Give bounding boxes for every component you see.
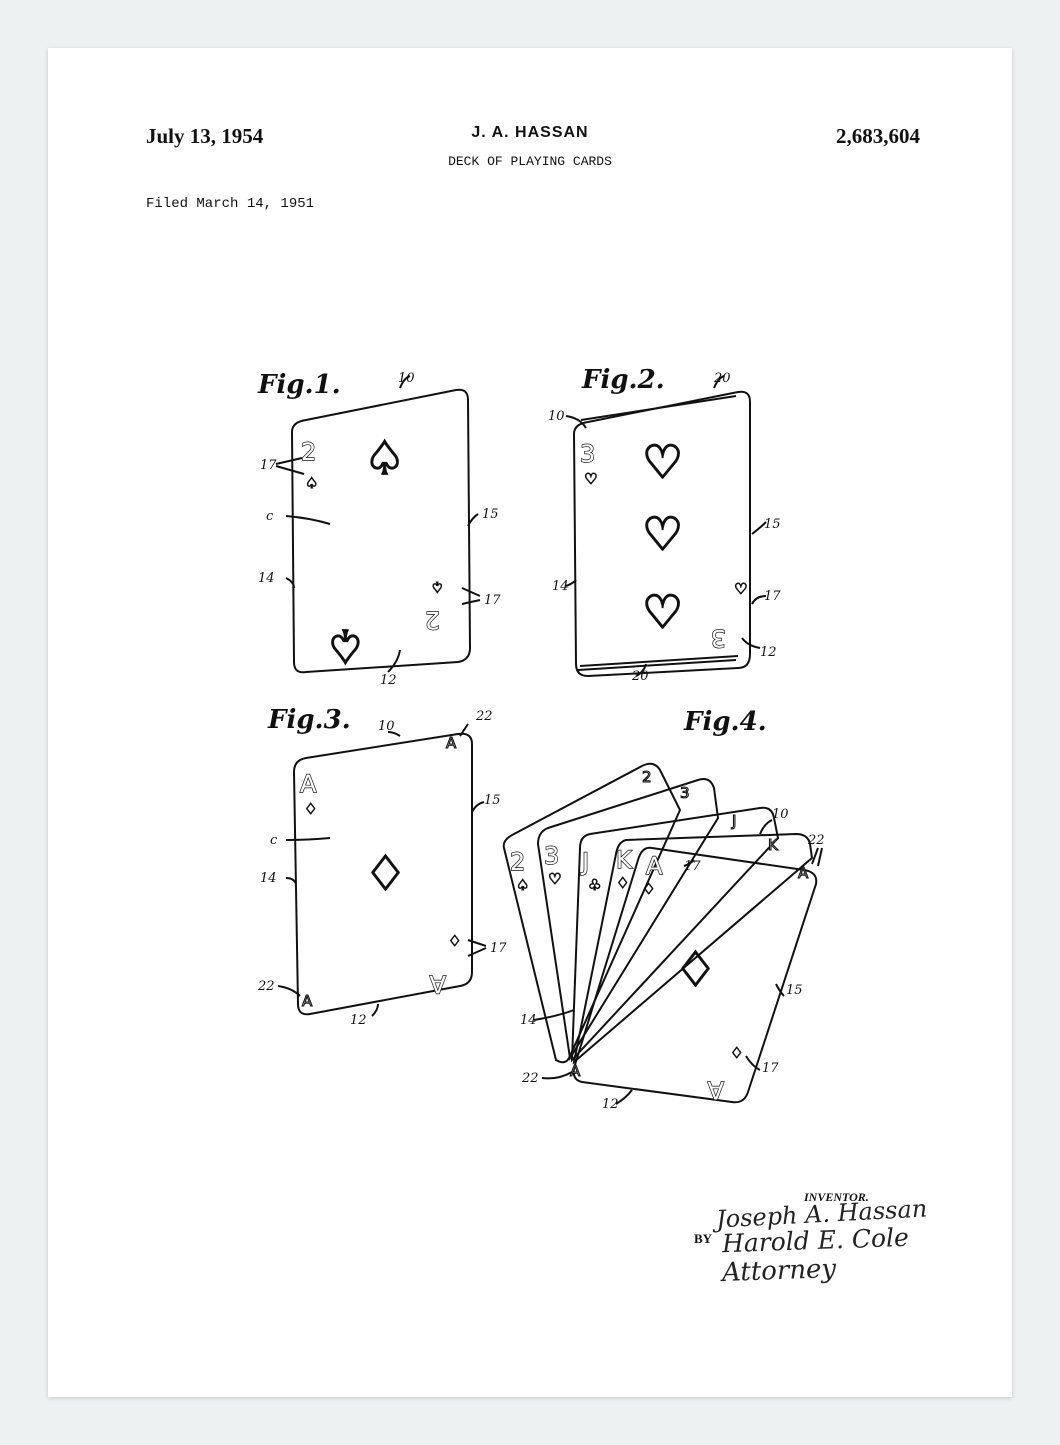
filed-date: Filed March 14, 1951 [146, 196, 315, 212]
figure-3-ref-10: 10 [378, 719, 395, 734]
figure-3-card-outline [292, 732, 473, 1016]
figure-4-card-2-outline [502, 762, 682, 1064]
figure-4-card-3-outline [536, 778, 720, 1061]
figure-3-ref-17: 17 [490, 941, 507, 956]
figure-3: Fig.3. A ♢ ♢ A ♢ A A 10 22 15 c 14 17 2 [257, 705, 507, 1028]
figure-2-ref-10: 10 [548, 409, 565, 424]
figure-1-pip-bottom: ♤ [325, 619, 366, 673]
figure-1-ref-17b: 17 [484, 593, 501, 608]
figure-3-corner-top-right: A [446, 734, 457, 752]
figure-4-card-a-outline [572, 846, 818, 1104]
figure-4-card-a-corner: A [798, 864, 809, 882]
figure-4-card-j-outline [570, 806, 780, 1063]
figure-4-card-2-corner: 2 [642, 768, 652, 786]
figure-1-ref-15: 15 [482, 507, 499, 522]
figure-2-pip-1: ♡ [642, 435, 683, 489]
figure-3-pip-center: ♢ [364, 846, 407, 902]
figure-2-ref-20a: 20 [713, 371, 731, 386]
figure-2-ref-14: 14 [552, 579, 569, 594]
figure-3-ref-14: 14 [260, 871, 277, 886]
figure-1-label: Fig.1. [257, 370, 341, 400]
figure-4-card-3-rank: 3 [544, 842, 559, 870]
figure-2-label: Fig.2. [581, 365, 665, 395]
figure-4-ref-15: 15 [786, 983, 803, 998]
figure-4-bottom-corner: A [570, 1062, 581, 1080]
figure-2-suit-top: ♡ [584, 470, 597, 488]
patent-date: July 13, 1954 [146, 124, 264, 148]
figure-4-card-a-pip: ♢ [674, 942, 717, 998]
figure-4-card-3-corner: 3 [680, 784, 690, 802]
figure-1: Fig.1. 2 ♤ ♤ ♤ 2 ♤ 10 17 c 15 14 17 12 [257, 370, 501, 688]
figure-4-card-a-rank: A [646, 852, 663, 880]
inventor-name: J. A. HASSAN [471, 124, 589, 141]
figure-3-suit-top: ♢ [304, 800, 317, 818]
figure-1-card-outline [290, 388, 472, 674]
figure-2-rank-top: 3 [580, 440, 595, 468]
figure-3-ref-22a: 22 [475, 709, 493, 724]
figure-4-card-k-suit: ♢ [616, 874, 629, 892]
by-label: BY [694, 1231, 713, 1246]
figure-4-ref-14: 14 [520, 1013, 537, 1028]
figure-3-ref-12: 12 [350, 1013, 367, 1028]
inventor-label: INVENTOR. [804, 1190, 869, 1204]
figure-4-label: Fig.4. [683, 707, 767, 737]
figure-2-ref-20b: 20 [631, 669, 649, 684]
figure-4-card-k-rank: K [616, 846, 633, 874]
figure-2-rank-bottom: 3 [711, 624, 726, 652]
figure-1-ref-10: 10 [398, 371, 415, 386]
figure-4-ref-17b: 17 [762, 1061, 779, 1076]
figure-4-card-a-suit-bottom: ♢ [730, 1044, 743, 1062]
figure-1-ref-12: 12 [380, 673, 397, 688]
attorney-word: Attorney [721, 1254, 837, 1288]
figure-1-pip-top: ♤ [364, 431, 405, 485]
figure-4: Fig.4. 2 ♤ 2 3 ♡ 3 J ♧ J K ♢ K A ♢ ♢ ♢ A… [502, 707, 825, 1112]
patent-number: 2,683,604 [836, 124, 920, 148]
figure-3-rank-bottom: A [429, 970, 446, 998]
figure-3-suit-bottom: ♢ [448, 932, 461, 950]
patent-drawing: Fig.1. 2 ♤ ♤ ♤ 2 ♤ 10 17 c 15 14 17 12 [257, 365, 825, 1112]
patent-title: DECK OF PLAYING CARDS [448, 154, 612, 169]
figure-4-ref-17a: 17 [684, 859, 701, 874]
figure-2-ref-15: 15 [764, 517, 781, 532]
figure-1-rank-top: 2 [301, 438, 316, 466]
figure-1-ref-c: c [266, 509, 274, 524]
figure-4-card-j-suit: ♧ [588, 876, 601, 894]
figure-4-card-j-corner: J [731, 812, 736, 830]
figure-3-ref-15: 15 [484, 793, 501, 808]
figure-2-pip-2: ♡ [642, 507, 683, 561]
patent-sheet: July 13, 1954 J. A. HASSAN DECK OF PLAYI… [48, 48, 1012, 1397]
figure-2-pip-3: ♡ [642, 585, 683, 639]
figure-3-ref-c: c [270, 833, 278, 848]
figure-1-suit-top: ♤ [305, 474, 318, 492]
figure-4-card-j-rank: J [580, 848, 589, 876]
figure-4-ref-22a: 22 [807, 833, 825, 848]
figure-1-rank-bottom: 2 [425, 606, 440, 634]
figure-4-card-2-suit: ♤ [516, 876, 529, 894]
figure-2-ref-12: 12 [760, 645, 777, 660]
figure-2-deck-outline [572, 390, 751, 678]
figure-2-suit-bottom: ♡ [734, 580, 747, 598]
figure-3-ref-22b: 22 [257, 979, 275, 994]
figure-4-card-a-rank-bottom: A [707, 1076, 724, 1104]
figure-4-card-k-corner: K [768, 836, 779, 854]
figure-4-card-k-outline [572, 832, 814, 1065]
figure-3-label: Fig.3. [267, 705, 351, 735]
figure-4-card-3-suit: ♡ [548, 870, 561, 888]
figure-4-ref-10: 10 [772, 807, 789, 822]
figure-4-card-2-rank: 2 [510, 848, 525, 876]
figure-3-corner-bottom-left: A [302, 992, 313, 1010]
figure-4-ref-12: 12 [602, 1097, 619, 1112]
figure-3-rank-top: A [300, 770, 317, 798]
figure-1-ref-14: 14 [258, 571, 275, 586]
figure-1-suit-bottom: ♤ [431, 578, 444, 596]
figure-1-ref-17a: 17 [260, 458, 277, 473]
figure-4-ref-22b: 22 [521, 1071, 539, 1086]
figure-2: Fig.2. 3 ♡ ♡ ♡ ♡ ♡ 3 20 10 15 14 17 [548, 365, 781, 684]
figure-2-ref-17: 17 [764, 589, 781, 604]
figure-4-card-a-suit: ♢ [642, 880, 655, 898]
